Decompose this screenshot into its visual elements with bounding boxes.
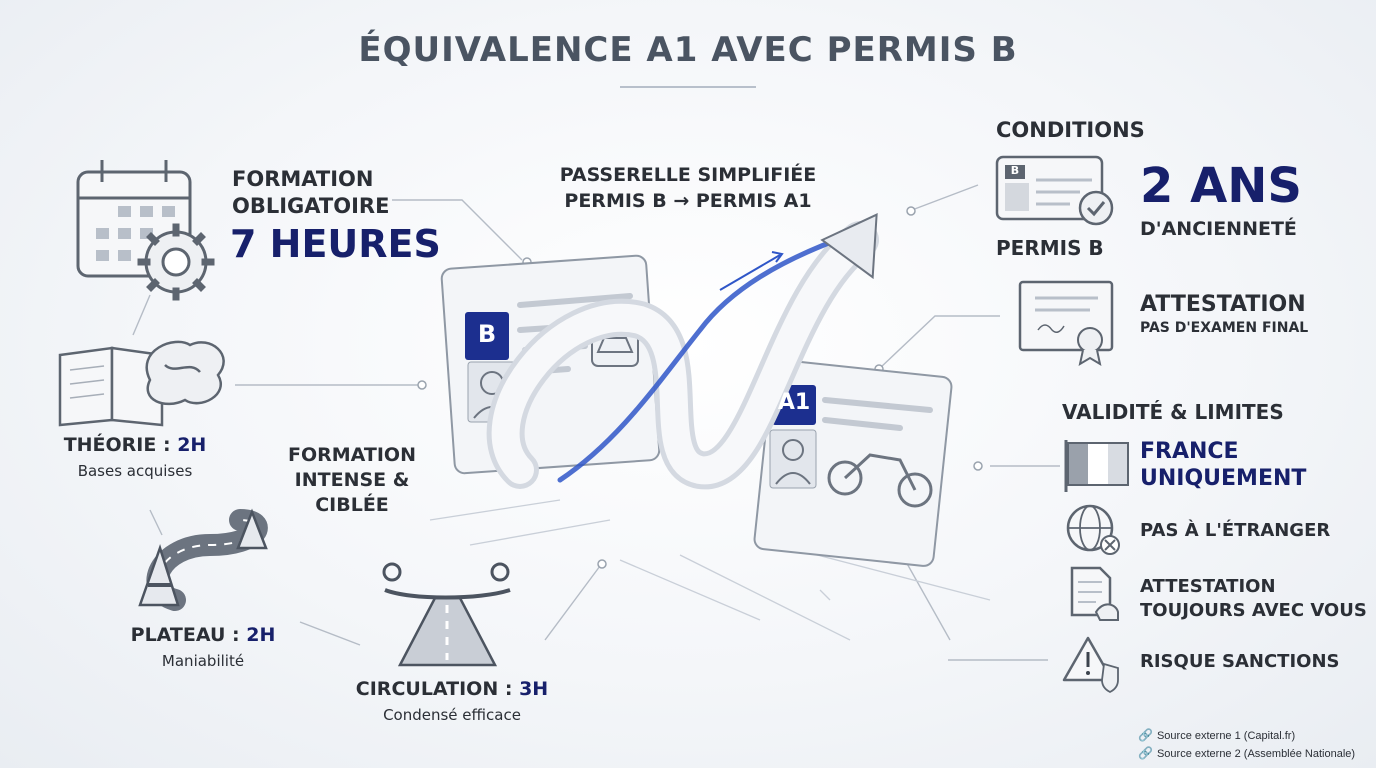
- theorie-value: 2H: [177, 434, 207, 456]
- title-underline: [620, 86, 756, 88]
- permis-b-label: PERMIS B: [996, 236, 1104, 260]
- formation-hours: 7 HEURES: [230, 222, 441, 266]
- formation-line1: FORMATION: [232, 167, 374, 191]
- book-brain-icon: [58, 340, 225, 427]
- validite-attestation-line1: ATTESTATION: [1140, 576, 1276, 597]
- plateau-block: PLATEAU : 2H Maniabilité: [118, 624, 288, 670]
- page-title: ÉQUIVALENCE A1 AVEC PERMIS B: [358, 30, 1018, 70]
- passerelle-line1: PASSERELLE SIMPLIFIÉE: [559, 164, 817, 186]
- attestation-title: ATTESTATION: [1140, 292, 1306, 317]
- formation-intense-line3: CIBLÉE: [315, 494, 389, 516]
- plateau-value: 2H: [246, 624, 276, 646]
- source-link-2[interactable]: 🔗Source externe 2 (Assemblée Nationale): [1138, 746, 1355, 760]
- plateau-road-icon: [138, 508, 268, 611]
- passerelle-heading: PASSERELLE SIMPLIFIÉE PERMIS B → PERMIS …: [548, 162, 828, 214]
- plateau-label: PLATEAU :: [130, 624, 247, 646]
- theorie-block: THÉORIE : 2H Bases acquises: [50, 434, 220, 480]
- passerelle-arrow: [486, 213, 879, 490]
- france-flag-icon: [1064, 440, 1129, 492]
- circulation-label: CIRCULATION :: [355, 678, 520, 700]
- validite-attestation-line2: TOUJOURS AVEC VOUS: [1140, 600, 1367, 621]
- permis-a1-card-illustration: [753, 359, 953, 567]
- theorie-sub: Bases acquises: [77, 462, 193, 480]
- formation-line2: OBLIGATOIRE: [232, 194, 390, 218]
- validite-risque: RISQUE SANCTIONS: [1140, 651, 1340, 672]
- formation-heading: FORMATION OBLIGATOIRE: [232, 166, 389, 220]
- permis-b-condition-icon: [995, 155, 1114, 226]
- source-link-1[interactable]: 🔗Source externe 1 (Capital.fr): [1138, 728, 1295, 742]
- plateau-sub: Maniabilité: [161, 652, 245, 670]
- globe-icon: [1066, 504, 1120, 555]
- document-hand-icon: [1070, 566, 1119, 621]
- link-icon: 🔗: [1138, 728, 1153, 742]
- validite-title: VALIDITÉ & LIMITES: [1062, 400, 1284, 424]
- circulation-sub: Condensé efficace: [383, 706, 521, 724]
- formation-intense-line1: FORMATION: [288, 444, 416, 466]
- link-icon: 🔗: [1138, 746, 1153, 760]
- validite-etranger: PAS À L'ÉTRANGER: [1140, 520, 1331, 541]
- anciennete-label: D'ANCIENNETÉ: [1140, 218, 1297, 240]
- permis-b-badge: B: [477, 320, 497, 348]
- circulation-value: 3H: [519, 678, 549, 700]
- permis-a1-badge: A1: [777, 390, 811, 415]
- passerelle-line2: PERMIS B → PERMIS A1: [564, 190, 812, 212]
- validite-attestation: ATTESTATION TOUJOURS AVEC VOUS: [1140, 575, 1367, 623]
- formation-intense-heading: FORMATION INTENSE & CIBLÉE: [278, 443, 426, 518]
- validite-france: FRANCE UNIQUEMENT: [1140, 439, 1307, 491]
- source-2-label: Source externe 2 (Assemblée Nationale): [1156, 748, 1356, 760]
- circulation-block: CIRCULATION : 3H Condensé efficace: [345, 678, 559, 724]
- attestation-sub: PAS D'EXAMEN FINAL: [1140, 320, 1309, 336]
- gear-icon: [137, 223, 215, 301]
- conditions-title: CONDITIONS: [996, 118, 1145, 142]
- anciennete-years: 2 ANS: [1140, 158, 1302, 214]
- circulation-road-icon: [382, 562, 511, 667]
- formation-intense-line2: INTENSE &: [294, 469, 410, 491]
- theorie-label: THÉORIE :: [63, 434, 178, 456]
- condition-card-badge: B: [1010, 164, 1020, 177]
- source-1-label: Source externe 1 (Capital.fr): [1156, 730, 1296, 742]
- warning-icon: [1062, 636, 1119, 694]
- certificate-icon: [1018, 280, 1114, 367]
